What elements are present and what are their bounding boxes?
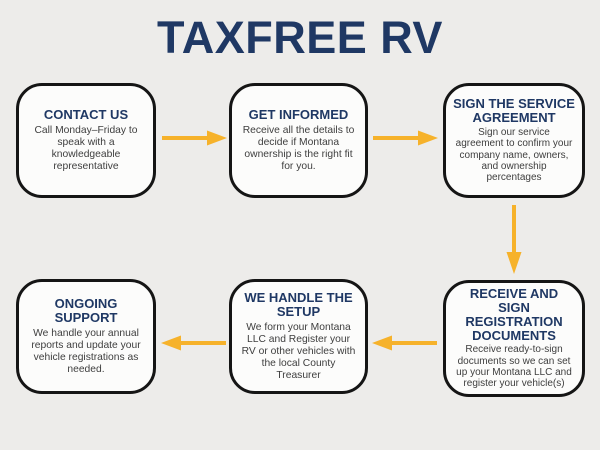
- arrow-right-informed-to-agreement-icon: [372, 128, 438, 148]
- step-box-ongoing-support: ONGOING SUPPORT We handle your annual re…: [16, 279, 156, 394]
- step-box-we-handle-setup: WE HANDLE THE SETUP We form your Montana…: [229, 279, 368, 394]
- step-heading: RECEIVE AND SIGN REGISTRATION DOCUMENTS: [465, 286, 563, 343]
- arrow-left-setup-to-support-icon: [161, 333, 227, 353]
- step-heading: SIGN THE SERVICE AGREEMENT: [453, 96, 575, 126]
- step-description: Receive all the details to decide if Mon…: [242, 125, 355, 173]
- step-box-get-informed: GET INFORMED Receive all the details to …: [229, 83, 368, 198]
- step-heading: GET INFORMED: [248, 106, 349, 122]
- page-title: TAXFREE RV: [157, 12, 443, 63]
- step-description: Call Monday–Friday to speak with a knowl…: [34, 125, 138, 173]
- step-box-contact-us: CONTACT US Call Monday–Friday to speak w…: [16, 83, 156, 198]
- step-description: We handle your annual reports and update…: [31, 328, 141, 376]
- step-box-receive-sign-registration-documents: RECEIVE AND SIGN REGISTRATION DOCUMENTS …: [443, 280, 585, 397]
- step-description: Receive ready-to-sign documents so we ca…: [456, 344, 572, 390]
- step-heading: ONGOING SUPPORT: [54, 295, 118, 326]
- step-box-sign-service-agreement: SIGN THE SERVICE AGREEMENT Sign our serv…: [443, 83, 585, 198]
- step-description: Sign our service agreement to confirm yo…: [455, 127, 573, 184]
- arrow-right-contact-to-informed-icon: [161, 128, 227, 148]
- step-description: We form your Montana LLC and Register yo…: [241, 322, 356, 382]
- step-heading: CONTACT US: [43, 106, 129, 122]
- arrow-down-agreement-to-documents-icon: [504, 204, 524, 274]
- step-heading: WE HANDLE THE SETUP: [244, 289, 353, 320]
- arrow-left-documents-to-setup-icon: [372, 333, 438, 353]
